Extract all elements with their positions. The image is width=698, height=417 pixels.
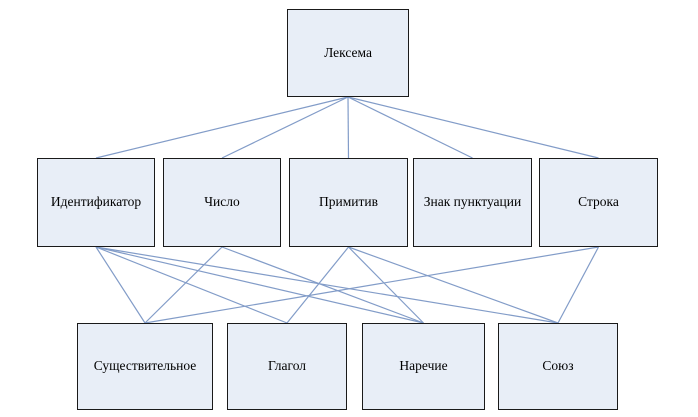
edge-primitiv-soyuz bbox=[348, 246, 559, 324]
node-label: Число bbox=[204, 194, 240, 210]
node-soyuz: Союз bbox=[498, 323, 618, 410]
edge-chislo-sushchestvitelnoe bbox=[144, 246, 223, 324]
edge-leksema-stroka bbox=[347, 96, 599, 159]
node-label: Существительное bbox=[93, 358, 197, 374]
edge-stroka-sushchestvitelnoe bbox=[144, 246, 599, 324]
node-label: Наречие bbox=[399, 358, 448, 374]
node-label: Идентификатор bbox=[50, 194, 142, 210]
node-primitiv: Примитив bbox=[289, 158, 408, 247]
node-identifikator: Идентификатор bbox=[37, 158, 155, 247]
node-label: Примитив bbox=[319, 194, 378, 210]
node-leksema: Лексема bbox=[287, 9, 409, 97]
node-label: Глагол bbox=[267, 358, 307, 374]
node-chislo: Число bbox=[163, 158, 281, 247]
edge-chislo-narechie bbox=[221, 246, 424, 324]
edge-primitiv-glagol bbox=[286, 246, 349, 324]
edge-stroka-soyuz bbox=[557, 246, 600, 324]
edge-identifikator-soyuz bbox=[95, 246, 559, 324]
edge-primitiv-narechie bbox=[348, 246, 424, 324]
node-narechie: Наречие bbox=[362, 323, 485, 410]
node-stroka: Строка bbox=[539, 158, 658, 247]
edge-leksema-znak bbox=[347, 96, 473, 159]
edge-identifikator-sushchestvitelnoe bbox=[95, 246, 146, 324]
node-sushchestvitelnoe: Существительное bbox=[77, 323, 213, 410]
node-label: Строка bbox=[578, 194, 619, 210]
node-glagol: Глагол bbox=[227, 323, 347, 410]
node-znak: Знак пунктуации bbox=[413, 158, 532, 247]
edge-leksema-chislo bbox=[221, 96, 349, 159]
edge-leksema-primitiv bbox=[347, 96, 350, 159]
edge-identifikator-narechie bbox=[95, 246, 424, 324]
edge-identifikator-glagol bbox=[95, 246, 288, 324]
node-label: Лексема bbox=[324, 44, 372, 60]
node-label: Союз bbox=[542, 358, 574, 374]
edge-leksema-identifikator bbox=[95, 96, 349, 159]
node-label: Знак пунктуации bbox=[423, 194, 522, 210]
